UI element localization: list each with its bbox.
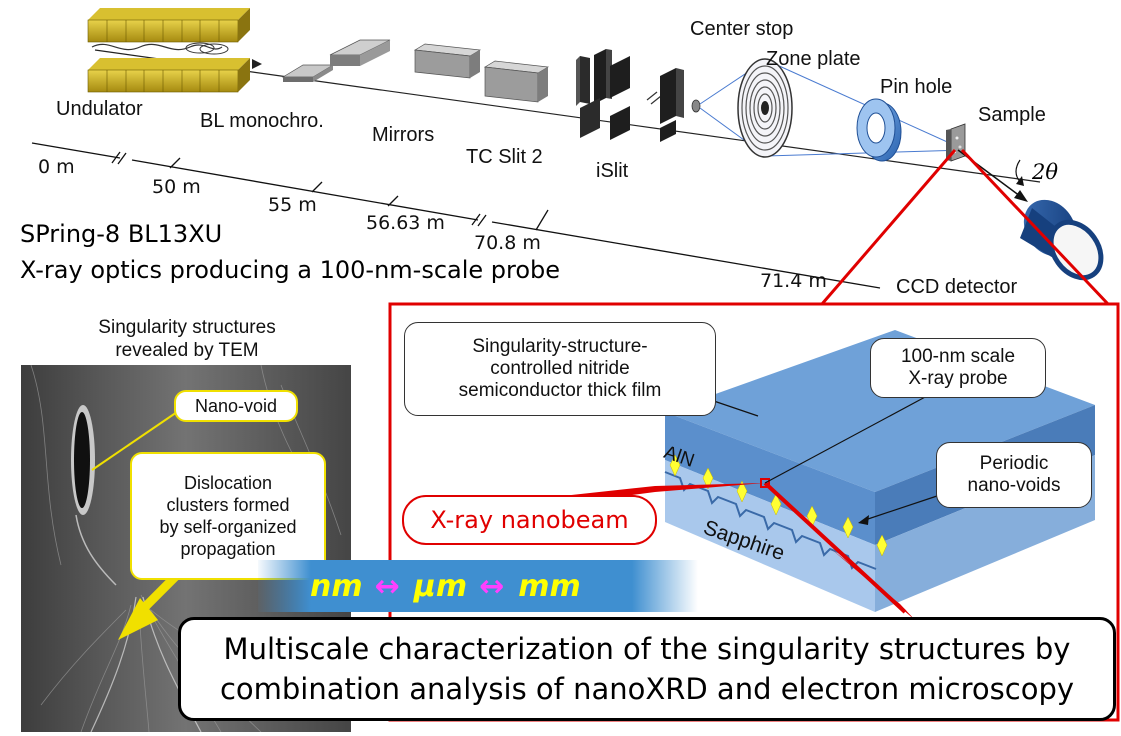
voids-line-2: nano-voids: [967, 475, 1061, 496]
nano-void-label: Nano-void: [194, 396, 278, 416]
summary-box: Multiscale characterization of the singu…: [178, 617, 1116, 721]
islit-label: iSlit: [596, 160, 629, 182]
film-line-3: semiconductor thick film: [458, 380, 662, 401]
zone-plate-label: Zone plate: [766, 48, 861, 70]
undulator-label: Undulator: [56, 98, 143, 120]
ccd-detector-body: [1020, 199, 1104, 281]
beamline-title: SPring-8 BL13XU: [20, 220, 223, 248]
center-stop-label: Center stop: [690, 18, 794, 40]
tem-heading-line2: revealed by TEM: [115, 340, 259, 361]
zone-plate: [737, 58, 793, 158]
angle-label: 2θ: [1032, 160, 1059, 184]
distance-70: 70.8 m: [474, 232, 541, 254]
pin-hole-label: Pin hole: [880, 76, 953, 98]
distance-50: 50 m: [152, 176, 201, 198]
summary-line-2: combination analysis of nanoXRD and elec…: [219, 672, 1075, 706]
dislocation-line-4: propagation: [180, 539, 276, 559]
film-line-2: controlled nitride: [490, 358, 630, 379]
pin-hole-ring: [856, 98, 902, 162]
tem-heading: Singularity structures revealed by TEM: [24, 316, 350, 362]
voids-callout: Periodic nano-voids: [936, 442, 1092, 508]
probe-line-2: X-ray probe: [908, 368, 1008, 389]
monochromator-crystals: [281, 39, 391, 82]
interface-trenches: [664, 471, 877, 570]
ccd-detector-label: CCD detector: [896, 276, 1018, 298]
dislocation-line-1: Dislocation: [183, 473, 273, 493]
tc-slit-blades: [576, 49, 630, 140]
undulator-magnets: [87, 8, 262, 93]
distance-71: 71.4 m: [760, 270, 827, 292]
monochromator-label: BL monochro.: [200, 110, 324, 132]
distance-0: 0 m: [38, 156, 75, 178]
beamline-subtitle: X-ray optics producing a 100-nm-scale pr…: [20, 256, 561, 284]
probe-callout: 100-nm scale X-ray probe: [870, 338, 1046, 398]
nano-void-diamonds: [669, 454, 888, 557]
film-line-1: Singularity-structure-: [472, 336, 648, 357]
dislocation-line-2: clusters formed: [166, 495, 290, 515]
film-callout: Singularity-structure- controlled nitrid…: [404, 322, 716, 416]
zoom-lines: [820, 148, 1110, 306]
dislocation-callout: Dislocation clusters formed by self-orga…: [130, 452, 326, 580]
nano-void-callout: Nano-void: [174, 390, 298, 422]
scale-arrow-1: ↔: [374, 568, 400, 604]
probe-line-1: 100-nm scale: [900, 346, 1016, 367]
nanobeam-label: X-ray nanobeam: [430, 506, 629, 534]
sample-label: Sample: [978, 104, 1046, 126]
mirror-blocks: [413, 43, 550, 103]
distance-55: 55 m: [268, 194, 317, 216]
distance-56: 56.63 m: [366, 212, 445, 234]
scale-um: μm: [413, 568, 468, 604]
voids-line-1: Periodic: [979, 453, 1049, 474]
tem-heading-line1: Singularity structures: [98, 317, 276, 338]
scale-mm: mm: [518, 568, 581, 604]
mirrors-label: Mirrors: [372, 124, 435, 146]
scale-arrow-2: ↔: [479, 568, 505, 604]
scale-nm: nm: [310, 568, 363, 604]
scale-bar: nm ↔ μm ↔ mm: [258, 560, 698, 612]
dislocation-line-3: by self-organized: [159, 517, 297, 537]
tc-slit-label: TC Slit 2: [466, 146, 543, 168]
summary-line-1: Multiscale characterization of the singu…: [223, 632, 1071, 666]
nanobeam-callout: X-ray nanobeam: [402, 495, 657, 545]
islit-blades: [646, 68, 701, 142]
